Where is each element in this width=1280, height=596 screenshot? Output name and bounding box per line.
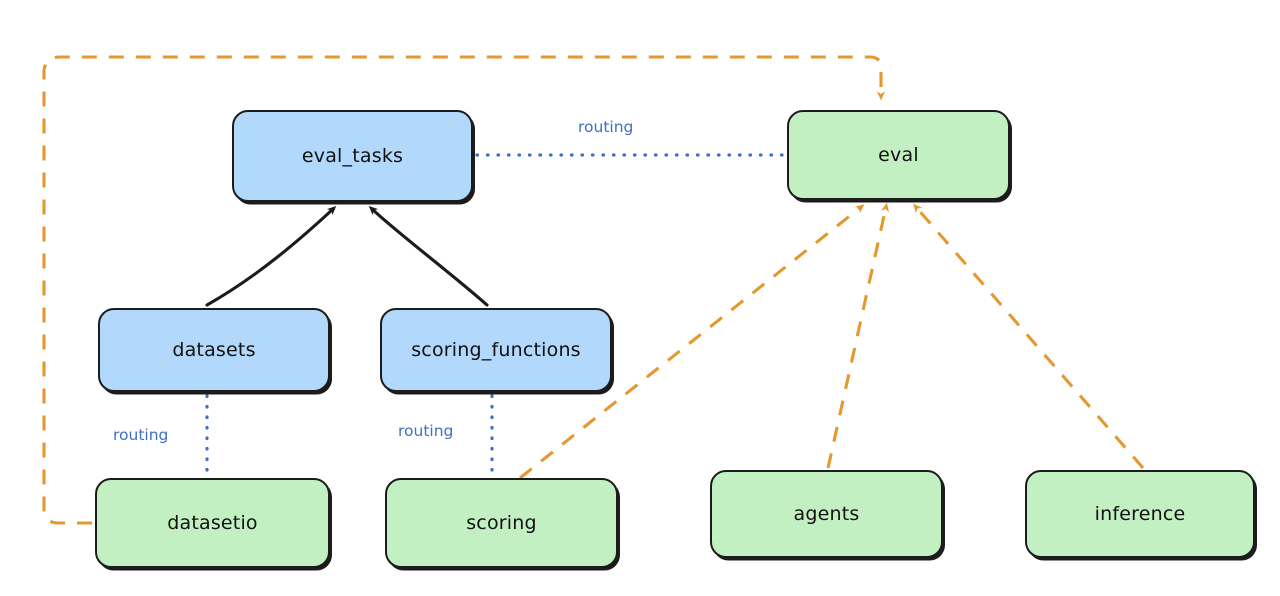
node-agents[interactable]: agents — [710, 470, 943, 558]
node-datasets[interactable]: datasets — [98, 308, 330, 392]
node-inference[interactable]: inference — [1025, 470, 1255, 558]
node-inference-label: inference — [1094, 503, 1186, 525]
node-datasetio[interactable]: datasetio — [95, 478, 330, 568]
node-eval[interactable]: eval — [787, 110, 1010, 200]
node-datasetio-label: datasetio — [167, 512, 258, 534]
node-eval-label: eval — [878, 144, 919, 166]
edge-agents-to-eval-dependency — [826, 202, 890, 469]
edge-label-routing-scoring-functions-scoring: routing — [398, 422, 454, 440]
node-scoring-functions-label: scoring_functions — [411, 339, 581, 361]
edge-scoring-functions-to-eval-tasks — [368, 206, 489, 307]
node-datasets-label: datasets — [172, 339, 256, 361]
node-eval-tasks[interactable]: eval_tasks — [232, 110, 473, 202]
node-scoring-functions[interactable]: scoring_functions — [380, 308, 612, 392]
edge-datasets-to-eval-tasks — [205, 206, 337, 307]
edge-inference-to-eval-dependency — [913, 203, 1145, 470]
edge-label-routing-eval-tasks-eval: routing — [578, 118, 634, 136]
node-eval-tasks-label: eval_tasks — [301, 145, 404, 167]
node-scoring-label: scoring — [466, 512, 537, 534]
node-agents-label: agents — [793, 503, 860, 525]
node-scoring[interactable]: scoring — [385, 478, 618, 568]
edge-label-routing-datasets-datasetio: routing — [113, 426, 169, 444]
